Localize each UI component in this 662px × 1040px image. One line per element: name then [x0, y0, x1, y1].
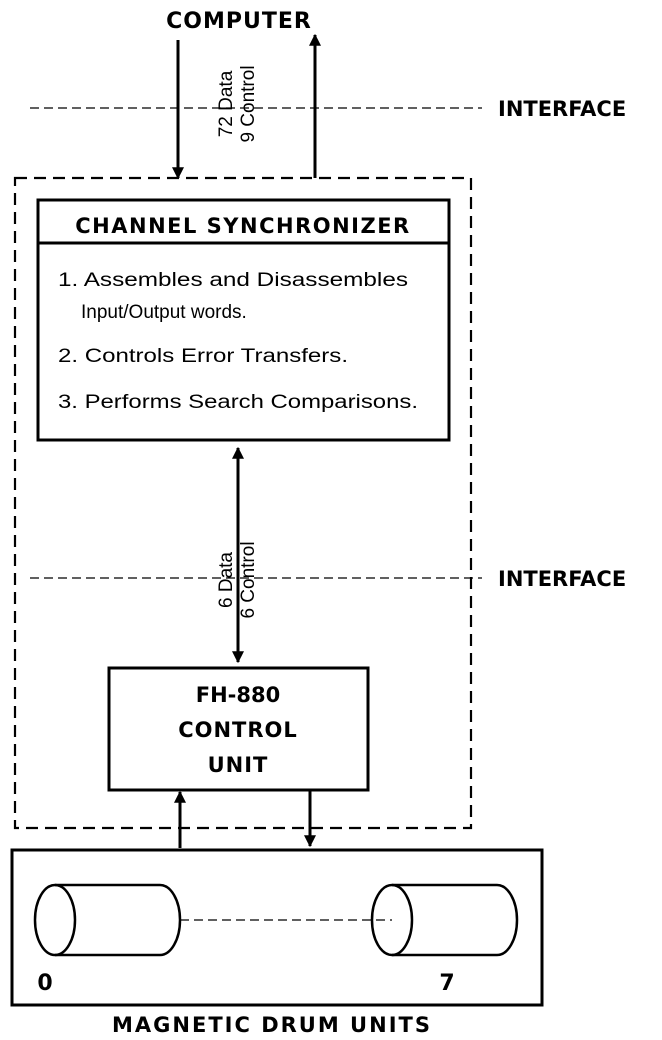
function-3: 3. Performs Search Comparisons.: [58, 392, 418, 413]
drum-label-first: 0: [37, 971, 52, 996]
magnetic-drum-units-caption: MAGNETIC DRUM UNITS: [112, 1013, 432, 1037]
drum-cylinder-7-icon: [370, 883, 519, 957]
control-unit-box: [107, 666, 370, 792]
function-1-line-1: 1. Assembles and Disassembles: [58, 270, 408, 291]
control-unit-line-3: UNIT: [208, 753, 269, 777]
control-unit-line-2: CONTROL: [178, 718, 298, 742]
interface-label-top: INTERFACE: [498, 97, 626, 121]
function-1-line-2: Input/Output words.: [81, 302, 247, 323]
interface-label-middle: INTERFACE: [498, 567, 626, 591]
drum-cylinder-0-icon: [33, 883, 182, 957]
channel-synchronizer-title: CHANNEL SYNCHRONIZER: [75, 214, 410, 238]
top-bus-control-label: 9 Control: [238, 65, 259, 142]
control-unit-line-1: FH-880: [196, 683, 280, 707]
function-2: 2. Controls Error Transfers.: [58, 346, 348, 367]
drum-label-last: 7: [439, 971, 454, 996]
mid-bus-control-label: 6 Control: [238, 541, 259, 618]
channel-synchronizer-box: [36, 198, 451, 442]
magnetic-drum-units-box: [10, 848, 544, 1007]
computer-label: COMPUTER: [166, 9, 312, 34]
system-boundary-dashed: [13, 176, 473, 830]
mid-bus-data-label: 6 Data: [216, 552, 237, 608]
top-bus-data-label: 72 Data: [216, 70, 237, 137]
